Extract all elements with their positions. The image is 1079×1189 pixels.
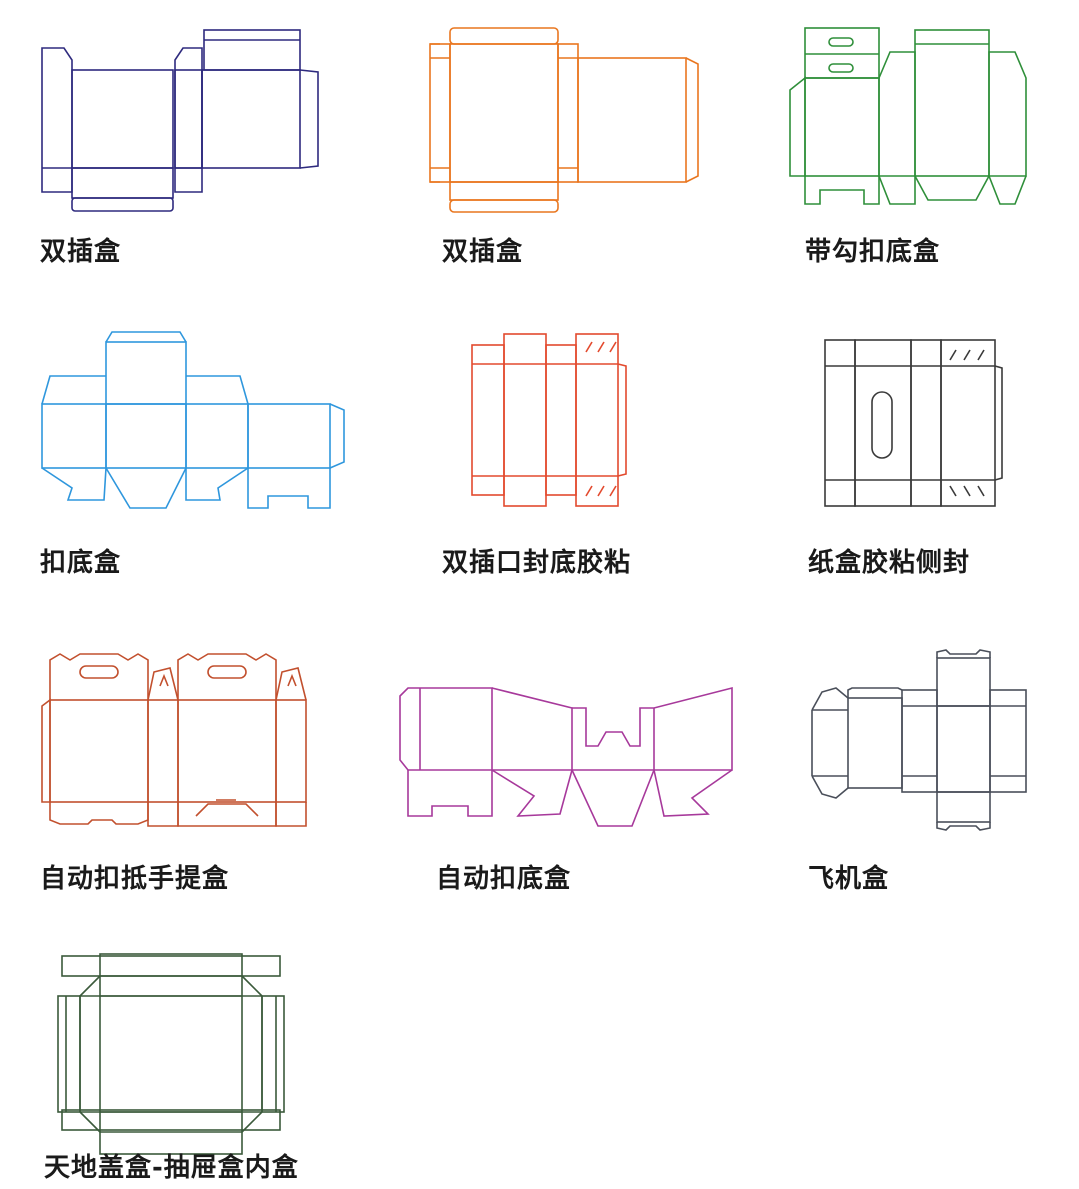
lock-bottom-box-dieline [41,331,345,509]
double-tuck-box-dieline-orange [429,27,699,213]
item-label: 带勾扣底盒 [805,237,941,267]
dieline-item-8: 自动扣底盒 [0,620,760,910]
item-label: 自动扣底盒 [436,864,572,894]
dieline-item-1: 双插盒 [0,0,360,280]
lid-base-drawer-box-dieline [57,953,285,1155]
auto-lock-handle-box-dieline [41,653,307,827]
dieline-item-5: 双插口封底胶粘 [0,300,720,600]
auto-lock-bottom-box-dieline [399,686,733,827]
item-label: 天地盖盒-抽屉盒内盒 [44,1153,299,1183]
item-label: 飞机盒 [808,864,890,894]
dieline-item-9: 飞机盒 [0,620,1079,910]
item-label: 双插口封底胶粘 [442,548,632,578]
dieline-item-4: 扣底盒 [0,300,360,600]
mailer-box-dieline [811,649,1027,831]
item-label: 双插盒 [40,237,122,267]
dieline-item-2: 双插盒 [0,0,720,280]
item-label: 扣底盒 [40,548,122,578]
item-label: 自动扣抵手提盒 [40,864,230,894]
hook-lock-bottom-box-dieline [789,27,1027,205]
double-tuck-box-dieline-navy [41,29,319,212]
dieline-item-7: 自动扣抵手提盒 [0,620,380,910]
item-label: 双插盒 [442,237,524,267]
dieline-item-3: 带勾扣底盒 [0,0,1079,280]
item-label: 纸盒胶粘侧封 [808,548,971,578]
glued-side-seal-box-dieline [824,339,1003,507]
tuck-end-glued-bottom-dieline [471,333,627,507]
dieline-item-10: 天地盖盒-抽屉盒内盒 [0,930,400,1189]
dieline-item-6: 纸盒胶粘侧封 [0,300,1079,600]
